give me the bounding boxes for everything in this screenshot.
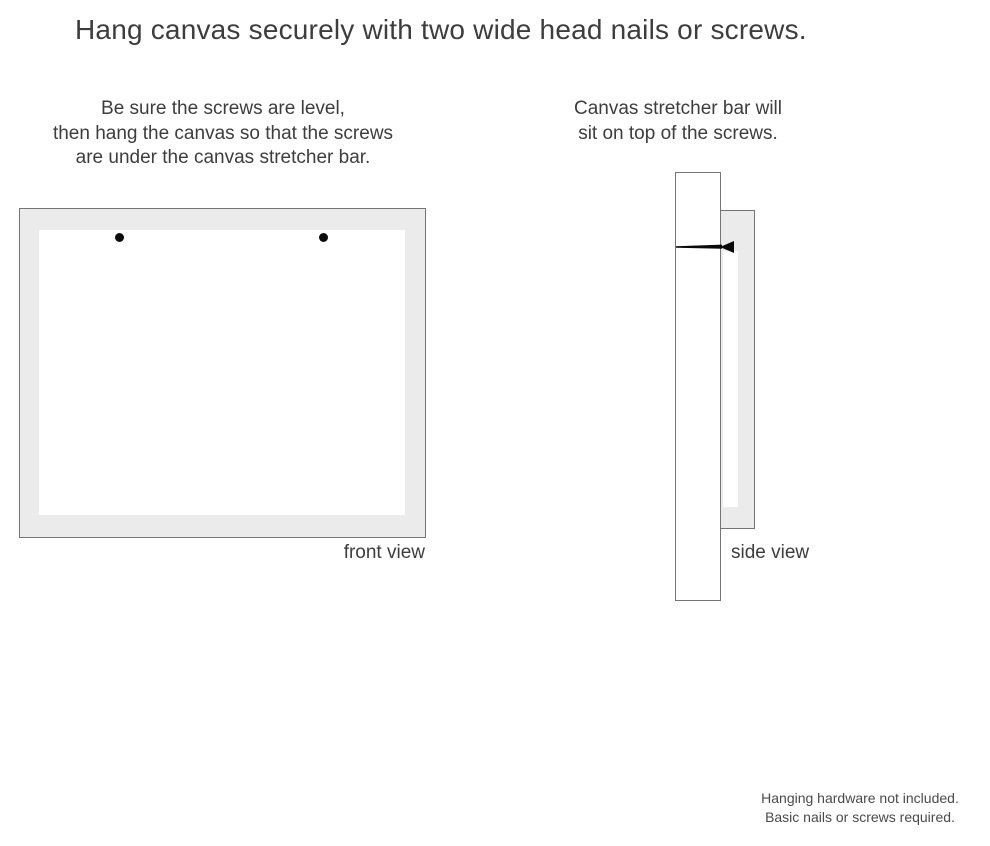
hardware-footnote: Hanging hardware not included. Basic nai… [745, 789, 975, 826]
side-view-instructions-line: sit on top of the screws. [578, 122, 778, 144]
side-view-instructions: Canvas stretcher bar will sit on top of … [553, 97, 803, 146]
hardware-footnote-line: Hanging hardware not included. [761, 790, 959, 806]
side-view-canvas-recess [723, 251, 738, 507]
side-view-instructions-line: Canvas stretcher bar will [573, 98, 783, 119]
front-view-instructions: Be sure the screws are level, then hang … [23, 97, 423, 171]
side-view-label: side view [731, 542, 810, 563]
front-view-canvas-face [39, 230, 405, 515]
front-view-canvas-frame [19, 208, 426, 538]
nail-icon [676, 241, 734, 253]
front-view-instructions-line: Be sure the screws are level, [101, 98, 345, 119]
page-title: Hang canvas securely with two wide head … [75, 14, 807, 45]
front-view-label: front view [343, 542, 425, 563]
front-view-instructions-line: are under the canvas stretcher bar. [75, 147, 371, 168]
front-view-instructions-line: then hang the canvas so that the screws [52, 122, 394, 144]
screw-dot-right [319, 233, 328, 242]
screw-dot-left [115, 233, 124, 242]
side-view-wall [675, 172, 721, 601]
hardware-footnote-line: Basic nails or screws required. [765, 808, 955, 825]
